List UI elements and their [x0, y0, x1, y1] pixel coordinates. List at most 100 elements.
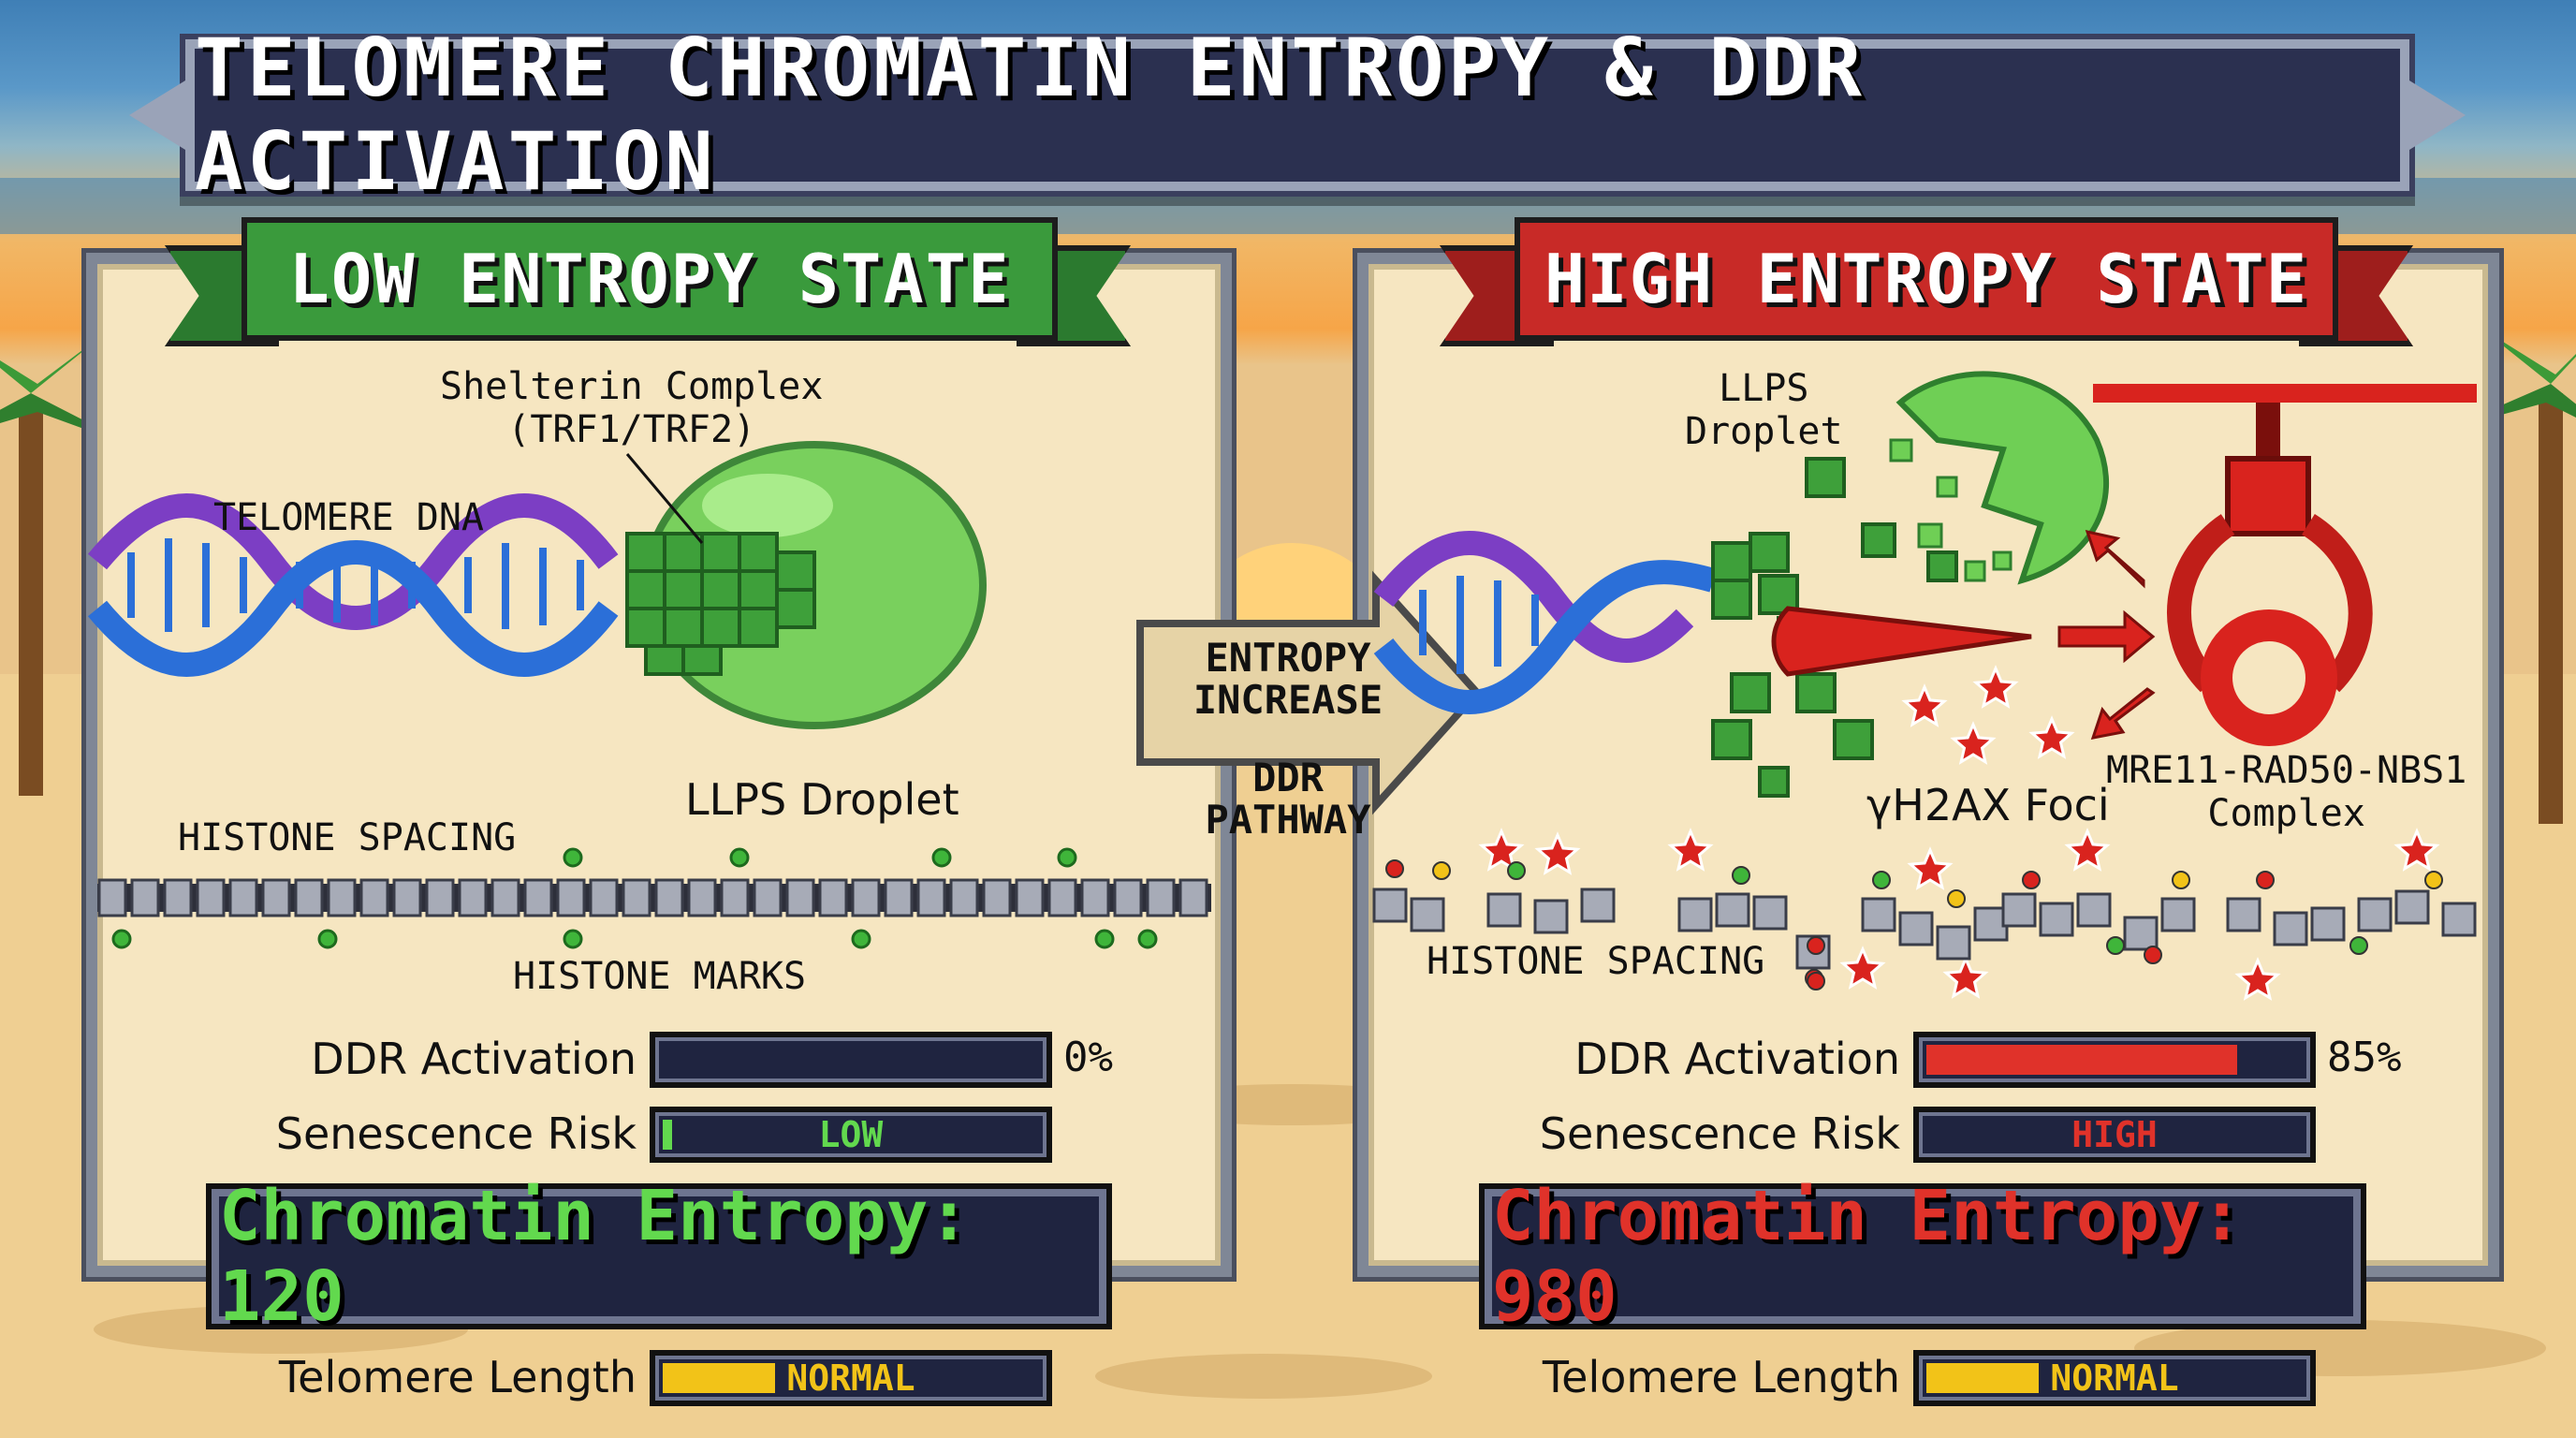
llps-line2: Droplet — [1685, 410, 1843, 453]
histone-mark — [2144, 946, 2162, 964]
h2ax-star — [1478, 828, 1525, 872]
histone-mark — [1947, 889, 1966, 908]
senescence-label-right: Senescence Risk — [1539, 1108, 1900, 1159]
histone-bead — [1486, 892, 1522, 928]
histone-bead — [622, 878, 651, 917]
histone-marks-left — [111, 847, 1158, 949]
h2ax-star — [2064, 828, 2111, 872]
histone-mark — [1872, 871, 1891, 889]
dna-helix-icon — [87, 493, 619, 677]
histone-spacing-label-right: HISTONE SPACING — [1427, 940, 1765, 983]
chromatin-entropy-box-left: Chromatin Entropy: 120 — [212, 1176, 1106, 1337]
shelterin-block-icon — [625, 532, 816, 676]
llps-droplet-label: LLPS Droplet — [685, 774, 959, 825]
telomere-length-label-right: Telomere Length — [1542, 1352, 1900, 1402]
h2ax-star — [2028, 715, 2075, 759]
mrn-line1: MRE11-RAD50-NBS1 — [2106, 749, 2467, 792]
histone-marks-right — [1385, 859, 2443, 990]
histone-bead — [556, 878, 586, 917]
histone-bead — [1113, 878, 1143, 917]
histone-mark — [2106, 936, 2125, 955]
histone-bead — [1015, 878, 1045, 917]
histone-bead — [1936, 925, 1971, 961]
h2ax-star — [1839, 946, 1886, 990]
ddr-activation-label-left: DDR Activation — [311, 1034, 637, 1084]
mrn-complex-label: MRE11-RAD50-NBS1 Complex — [2106, 749, 2466, 835]
histone-bead — [851, 878, 881, 917]
histone-bead — [818, 878, 848, 917]
histone-bead — [359, 878, 389, 917]
ddr-activation-value-left: 0% — [1063, 1034, 1113, 1081]
histone-bead — [916, 878, 946, 917]
histone-bead — [1047, 878, 1077, 917]
histone-bead — [1410, 897, 1445, 932]
senescence-bar-left: LOW — [650, 1107, 1052, 1163]
telomere-dna-label: TELOMERE DNA — [213, 496, 484, 539]
histone-bead — [130, 878, 160, 917]
senescence-fill-left — [663, 1120, 672, 1150]
telomere-length-bar-right: NORMAL — [1913, 1350, 2316, 1406]
histone-bead — [1580, 888, 1616, 923]
histone-bead — [720, 878, 750, 917]
histone-bead — [1752, 895, 1788, 931]
h2ax-star — [2234, 957, 2281, 1001]
llps-line1: LLPS — [1719, 367, 1809, 410]
page-title: TELOMERE CHROMATIN ENTROPY & DDR ACTIVAT… — [195, 22, 1866, 209]
telomere-length-label-left: Telomere Length — [278, 1352, 637, 1402]
histone-bead — [425, 878, 455, 917]
histone-spacing-label: HISTONE SPACING — [178, 816, 517, 859]
histone-bead — [1861, 897, 1896, 932]
histone-bead — [163, 878, 193, 917]
h2ax-star — [1942, 955, 1989, 999]
histone-bead — [392, 878, 422, 917]
histone-bead — [1146, 878, 1176, 917]
histone-bead — [1677, 897, 1713, 932]
chromatin-entropy-right: Chromatin Entropy: 980 — [1492, 1176, 2243, 1337]
llps-droplet-label-right: LLPS Droplet — [1685, 367, 1843, 453]
h2ax-foci-label: γH2AX Foci — [1866, 780, 2110, 830]
shelterin-label-line1: Shelterin Complex — [440, 365, 824, 408]
h2ax-star — [1534, 831, 1581, 875]
h2ax-star — [1972, 665, 2019, 709]
ddr-pathway-line2: PATHWAY — [1205, 797, 1371, 844]
histone-bead — [1080, 878, 1110, 917]
entropy-increase-label: ENTROPY INCREASE — [1157, 637, 1419, 722]
histone-mark — [2022, 871, 2041, 889]
ddr-fill-right — [1926, 1045, 2237, 1075]
histone-bead — [1898, 911, 1934, 946]
histone-bead — [949, 878, 979, 917]
entropy-increase-line1: ENTROPY — [1205, 635, 1371, 681]
low-entropy-header-text: LOW ENTROPY STATE — [288, 240, 1011, 318]
histone-bead — [1178, 878, 1208, 917]
histone-bead — [589, 878, 619, 917]
histone-bead — [2310, 906, 2346, 942]
histone-bead — [490, 878, 520, 917]
chromatin-entropy-left: Chromatin Entropy: 120 — [219, 1176, 970, 1337]
telomere-length-value-left: NORMAL — [786, 1357, 915, 1399]
high-entropy-header-text: HIGH ENTROPY STATE — [1544, 240, 2309, 318]
entropy-arrow-icon — [1136, 570, 1483, 815]
histone-bead — [2441, 902, 2477, 937]
histone-bead — [654, 878, 684, 917]
red-arrow-icon — [2057, 529, 2156, 740]
histone-bead — [458, 878, 488, 917]
title-banner: TELOMERE CHROMATIN ENTROPY & DDR ACTIVAT… — [129, 22, 2466, 209]
histone-bead — [2226, 897, 2261, 932]
ddr-pathway-line1: DDR — [1252, 755, 1324, 800]
senescence-value-left: LOW — [818, 1114, 884, 1155]
histone-marks-label: HISTONE MARKS — [513, 955, 807, 998]
entropy-increase-line2: INCREASE — [1193, 677, 1383, 724]
histone-bead — [261, 878, 291, 917]
low-entropy-header: LOW ENTROPY STATE — [242, 217, 1058, 341]
histone-bead — [294, 878, 324, 917]
histone-bead — [1372, 888, 1408, 923]
histone-bead — [1533, 899, 1569, 934]
ddr-activation-value-right: 85% — [2327, 1034, 2402, 1081]
histone-bead — [884, 878, 914, 917]
h2ax-star — [1901, 683, 1948, 727]
h2ax-star — [1950, 721, 1997, 765]
telomere-length-value-right: NORMAL — [2050, 1357, 2179, 1399]
mrn-claw-icon — [2093, 384, 2477, 746]
histone-mark — [1385, 859, 1404, 878]
